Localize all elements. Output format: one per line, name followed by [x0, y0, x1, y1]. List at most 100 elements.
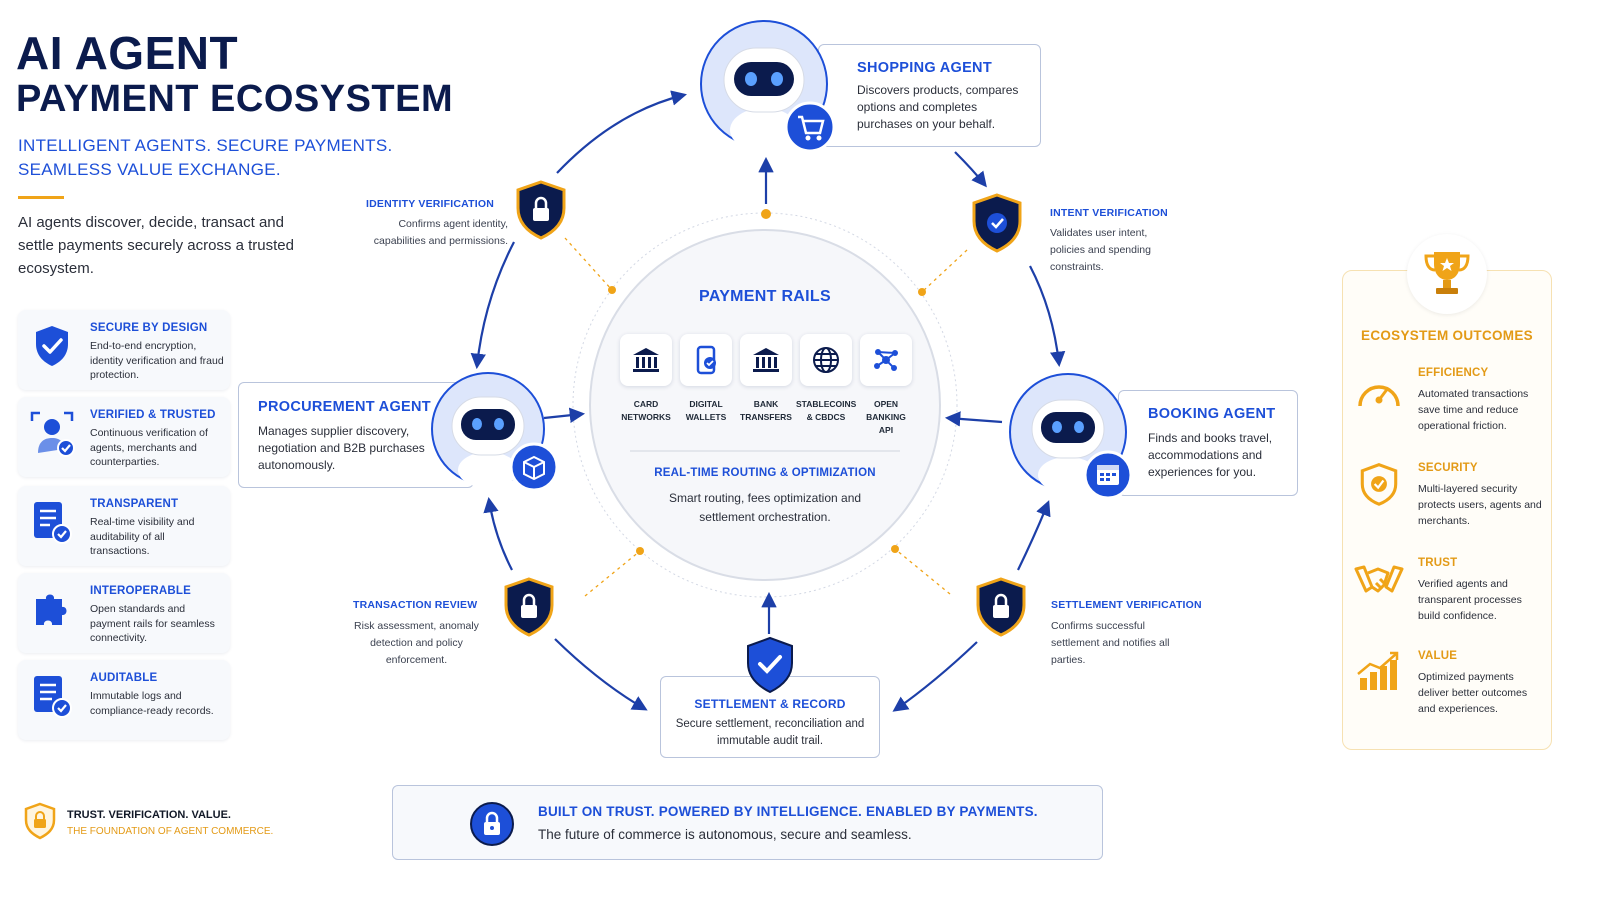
page-title-line2: PAYMENT ECOSYSTEM: [16, 78, 454, 120]
intent-verification-desc: Validates user intent, policies and spen…: [1050, 227, 1151, 273]
transaction-review-desc: Risk assessment, anomaly detection and p…: [354, 620, 479, 666]
booking-agent-title: BOOKING AGENT: [1148, 406, 1276, 422]
rail-label-line1: STABLECOINS: [796, 399, 857, 409]
banner-title: BUILT ON TRUST. POWERED BY INTELLIGENCE.…: [538, 804, 1038, 819]
settlement-verification-title: SETTLEMENT VERIFICATION: [1051, 599, 1202, 611]
feature-desc: Open standards and payment rails for sea…: [90, 603, 215, 644]
outcome-title: TRUST: [1418, 557, 1458, 569]
lock-icon: [470, 802, 514, 846]
routing-desc: Smart routing, fees optimization and set…: [668, 491, 862, 524]
globe-icon: [813, 347, 839, 373]
procurement-agent-title: PROCUREMENT AGENT: [258, 399, 431, 415]
feature-card-interoperable: INTEROPERABLE Open standards and payment…: [18, 573, 230, 653]
feature-card-secure: SECURE BY DESIGN End-to-end encryption, …: [18, 310, 230, 390]
outcomes-panel: [1342, 270, 1552, 750]
shield-check-icon: [36, 326, 68, 366]
calendar-icon: [1097, 465, 1119, 485]
outcome-desc: Multi-layered security protects users, a…: [1418, 483, 1542, 527]
audit-log-icon: [34, 676, 72, 718]
phone-wallet-icon: [696, 345, 716, 375]
rail-bank-transfers[interactable]: BANK TRANSFERS: [736, 334, 796, 424]
footer-subtagline: THE FOUNDATION OF AGENT COMMERCE.: [67, 826, 274, 837]
feature-title: VERIFIED & TRUSTED: [90, 409, 216, 421]
footer-tagline: TRUST. VERIFICATION. VALUE.: [67, 809, 231, 821]
outcomes-title: ECOSYSTEM OUTCOMES: [1361, 328, 1533, 343]
outcome-desc: Optimized payments deliver better outcom…: [1418, 671, 1528, 715]
cart-icon: [798, 115, 825, 141]
shield-check-icon: [1360, 462, 1398, 506]
check-shield-icon: [972, 193, 1022, 253]
feature-title: AUDITABLE: [90, 672, 158, 684]
rail-digital-wallets[interactable]: DIGITAL WALLETS: [676, 334, 736, 424]
payment-rails-title: PAYMENT RAILS: [699, 288, 831, 305]
lock-shield-icon: [976, 577, 1026, 637]
tagline: INTELLIGENT AGENTS. SECURE PAYMENTS. SEA…: [18, 136, 393, 179]
shopping-agent-robot: [700, 20, 836, 153]
verified-user-icon: [30, 411, 75, 457]
settlement-verification-desc: Confirms successful settlement and notif…: [1051, 620, 1170, 666]
banner-desc: The future of commerce is autonomous, se…: [538, 827, 912, 842]
feature-title: TRANSPARENT: [90, 498, 179, 510]
rail-label-line2: & CBDCS: [806, 412, 846, 422]
document-check-icon: [34, 502, 72, 544]
rail-open-banking[interactable]: OPEN BANKING API: [856, 334, 916, 437]
settlement-title: SETTLEMENT & RECORD: [694, 697, 846, 711]
shopping-agent-title: SHOPPING AGENT: [857, 60, 992, 76]
outcome-desc: Automated transactions save time and red…: [1418, 388, 1529, 432]
rail-label-line1: DIGITAL: [689, 399, 723, 409]
check-shield-icon: [747, 636, 793, 694]
bank-icon: [753, 348, 779, 372]
procurement-agent-robot: [431, 372, 559, 492]
settlement-desc: Secure settlement, reconciliation and im…: [675, 718, 865, 747]
accent-rule: [18, 196, 64, 199]
transaction-review-title: TRANSACTION REVIEW: [353, 599, 478, 611]
shopping-agent-desc: Discovers products, compares options and…: [857, 83, 1019, 131]
outcome-desc: Verified agents and transparent processe…: [1418, 578, 1522, 622]
identity-verification-desc: Confirms agent identity, capabilities an…: [373, 218, 508, 247]
booking-agent-desc: Finds and books travel, accommodations a…: [1148, 431, 1273, 479]
rail-label-line2: TRANSFERS: [740, 412, 792, 422]
box-icon: [523, 455, 545, 481]
shield-lock-icon: [24, 802, 56, 840]
rail-label-line1: OPEN BANKING: [866, 399, 906, 422]
feature-card-transparent: TRANSPARENT Real-time visibility and aud…: [18, 486, 230, 566]
booking-agent-robot: [1009, 373, 1133, 500]
outcome-title: VALUE: [1418, 650, 1458, 662]
lock-shield-icon: [516, 180, 566, 240]
rail-stablecoins[interactable]: STABLECOINS & CBDCS: [796, 334, 856, 424]
feature-title: SECURE BY DESIGN: [90, 322, 208, 334]
feature-card-verified: VERIFIED & TRUSTED Continuous verificati…: [18, 397, 230, 477]
feature-desc: Immutable logs and compliance-ready reco…: [90, 690, 214, 717]
handshake-icon: [1354, 565, 1404, 593]
outcome-title: EFFICIENCY: [1418, 367, 1489, 379]
identity-verification-title: IDENTITY VERIFICATION: [366, 198, 495, 210]
rail-label-line1: CARD: [633, 399, 659, 409]
rail-label-line2: WALLETS: [685, 412, 727, 422]
rail-card-networks[interactable]: CARD NETWORKS: [616, 334, 676, 424]
rail-label-line2: API: [878, 425, 894, 435]
trophy-icon: [1424, 252, 1470, 294]
rail-label-line2: NETWORKS: [621, 412, 671, 422]
rail-label-line1: BANK: [753, 399, 779, 409]
feature-desc: Real-time visibility and auditability of…: [90, 516, 195, 557]
procurement-agent-desc: Manages supplier discovery, negotiation …: [258, 424, 425, 472]
bank-icon: [633, 348, 659, 372]
shopping-agent-card[interactable]: [818, 44, 1041, 147]
outcome-title: SECURITY: [1418, 462, 1478, 474]
gauge-icon: [1358, 385, 1400, 407]
intro-text: AI agents discover, decide, transact and…: [18, 214, 294, 277]
growth-chart-icon: [1357, 651, 1399, 690]
feature-desc: Continuous verification of agents, merch…: [90, 427, 208, 468]
puzzle-icon: [36, 594, 67, 625]
intent-verification-title: INTENT VERIFICATION: [1050, 207, 1168, 219]
rails-circle: [589, 229, 941, 581]
network-icon: [874, 349, 898, 371]
page-title-line1: AI AGENT: [16, 27, 239, 79]
feature-desc: End-to-end encryption, identity verifica…: [90, 340, 224, 381]
feature-title: INTEROPERABLE: [90, 585, 191, 597]
lock-shield-icon: [504, 577, 554, 637]
booking-agent-card[interactable]: [1118, 390, 1298, 496]
feature-card-auditable: AUDITABLE Immutable logs and compliance-…: [18, 660, 230, 740]
routing-title: REAL-TIME ROUTING & OPTIMIZATION: [654, 467, 876, 479]
